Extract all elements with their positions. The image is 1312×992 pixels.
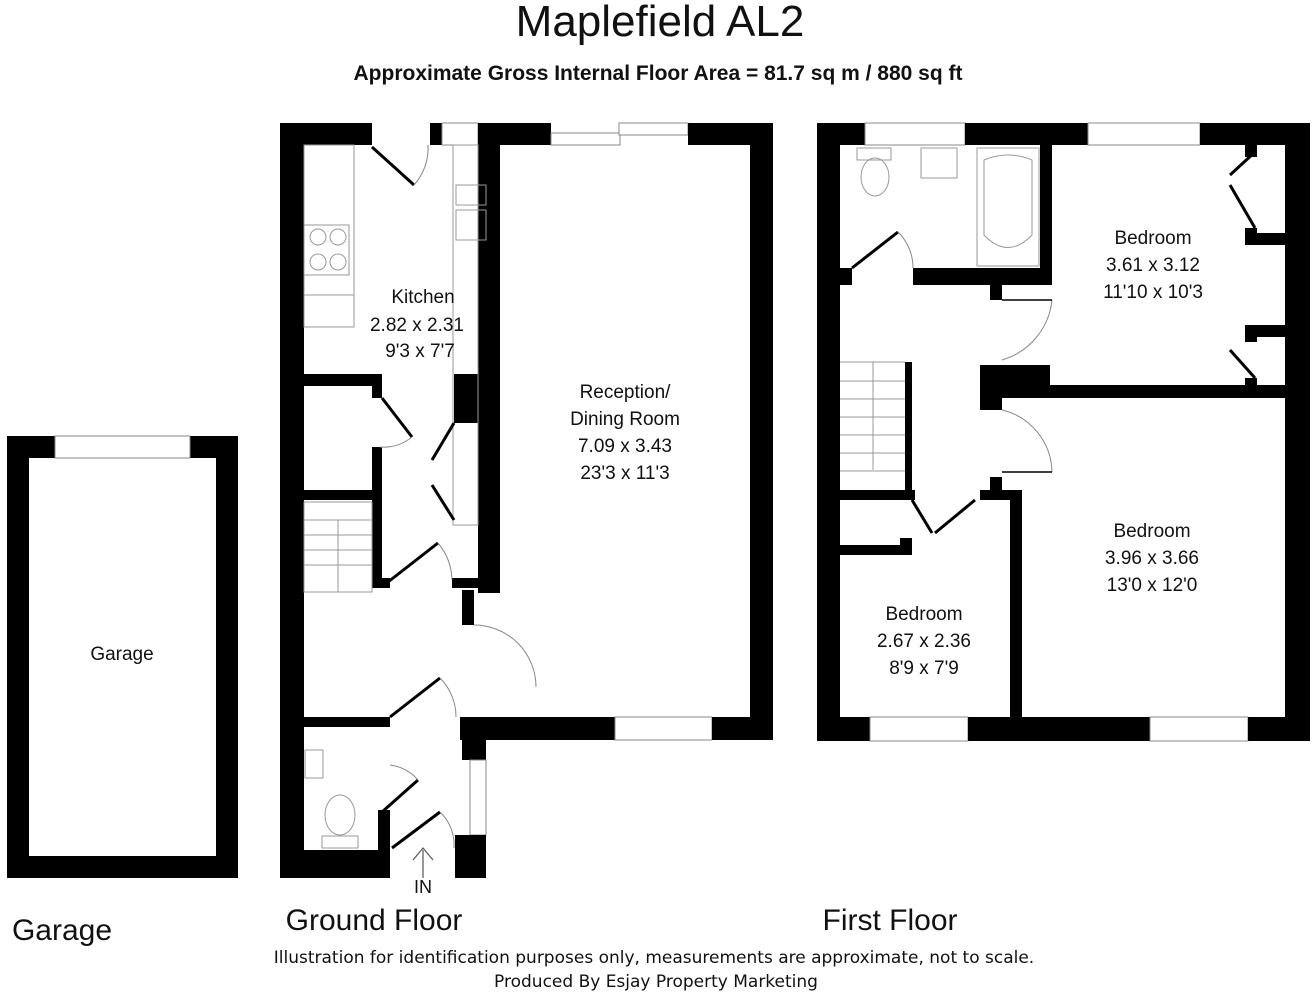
- bedroom1-imperial: 11'10 x 10'3: [1103, 282, 1203, 303]
- bedroom3-imperial: 8'9 x 7'9: [889, 658, 959, 679]
- kitchen-name: Kitchen: [391, 287, 454, 308]
- first-floor-label: First Floor: [823, 904, 958, 937]
- entrance-label: IN: [414, 877, 432, 897]
- bedroom2-metric: 3.96 x 3.66: [1105, 548, 1199, 569]
- bedroom3-metric: 2.67 x 2.36: [877, 631, 971, 652]
- footer-disclaimer: Illustration for identification purposes…: [274, 948, 1034, 968]
- reception-name-2: Dining Room: [570, 409, 680, 430]
- footer-producer: Produced By Esjay Property Marketing: [494, 972, 818, 992]
- bedroom2-imperial: 13'0 x 12'0: [1107, 575, 1198, 596]
- plan-title: Maplefield AL2: [516, 0, 805, 46]
- kitchen-imperial: 9'3 x 7'7: [385, 341, 455, 362]
- bedroom1-metric: 3.61 x 3.12: [1106, 255, 1200, 276]
- first-floor-plan: Bedroom 3.61 x 3.12 11'10 x 10'3 Bedroom…: [817, 122, 1310, 742]
- reception-name-1: Reception/: [580, 382, 672, 403]
- bedroom3-name: Bedroom: [885, 604, 962, 625]
- reception-metric: 7.09 x 3.43: [578, 436, 672, 457]
- garage-floor-label: Garage: [12, 914, 112, 947]
- plan-subtitle: Approximate Gross Internal Floor Area = …: [354, 62, 963, 85]
- ground-floor-label: Ground Floor: [286, 904, 463, 937]
- entrance-arrow-icon: [412, 847, 434, 878]
- garage-plan: Garage: [7, 435, 238, 878]
- reception-imperial: 23'3 x 11'3: [580, 463, 669, 484]
- garage-window: [54, 435, 191, 459]
- ground-floor-plan: IN Kitchen 2.82 x 2.31 9'3 x 7'7 Recepti…: [280, 122, 773, 897]
- bedroom1-name: Bedroom: [1114, 228, 1191, 249]
- kitchen-metric: 2.82 x 2.31: [370, 315, 464, 336]
- bedroom2-name: Bedroom: [1113, 521, 1190, 542]
- garage-room-label: Garage: [90, 644, 153, 665]
